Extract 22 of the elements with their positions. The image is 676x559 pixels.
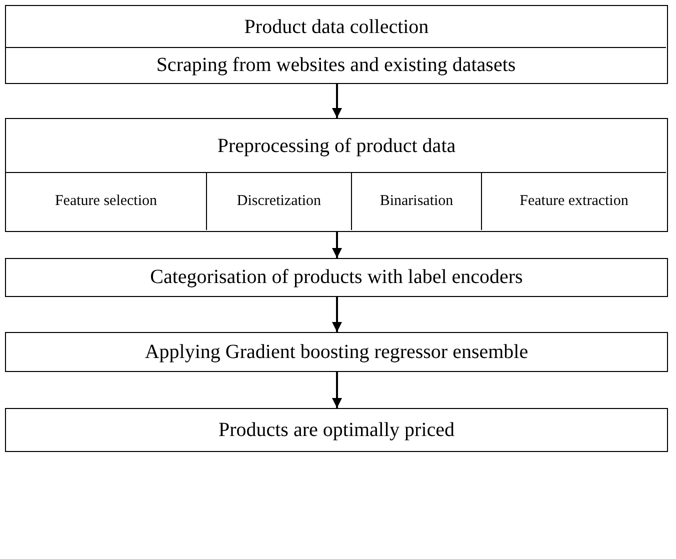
step-text: Feature selection xyxy=(54,193,158,210)
step-title: Categorisation of products with label encoders xyxy=(150,266,523,289)
process-box xyxy=(5,258,668,297)
step-text: Feature extraction xyxy=(520,193,628,210)
step-text: Discretization xyxy=(236,193,322,210)
arrow xyxy=(332,232,342,258)
step-title: Products are optimally priced xyxy=(218,418,455,442)
step-text: Binarisation xyxy=(380,193,454,210)
arrow xyxy=(332,84,342,118)
arrow xyxy=(332,372,342,408)
process-section xyxy=(206,172,351,230)
process-box xyxy=(5,118,668,232)
process-box xyxy=(5,5,668,84)
process-section xyxy=(351,172,481,230)
step-title: Preprocessing of product data xyxy=(217,134,456,159)
process-box xyxy=(5,332,668,372)
step-text: Scraping from websites and existing datasets xyxy=(156,54,516,77)
step-title: Applying Gradient boosting regressor ensemble xyxy=(144,340,528,364)
process-section xyxy=(481,172,666,230)
process-box xyxy=(5,408,668,452)
arrow xyxy=(332,297,342,332)
step-title: Product data collection xyxy=(244,15,429,40)
